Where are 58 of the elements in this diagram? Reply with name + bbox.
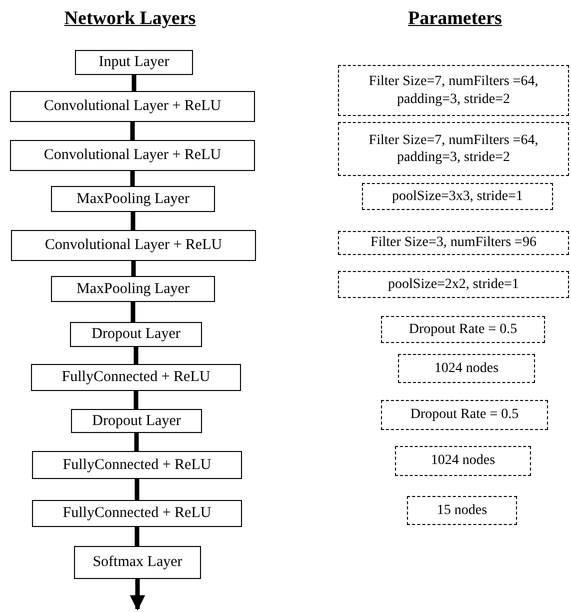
layer-label: MaxPooling Layer [76, 190, 190, 208]
layer-label: FullyConnected + ReLU [62, 369, 210, 386]
connector-line [134, 391, 138, 409]
layer-label: Input Layer [98, 54, 170, 71]
connector-line [134, 433, 139, 451]
connector-line [131, 261, 136, 276]
parameter-text: 15 nodes [436, 502, 488, 520]
parameter-box [338, 231, 569, 255]
parameter-text: poolSize=3x3, stride=1 [392, 188, 523, 206]
layer-box [51, 276, 215, 302]
parameter-text: poolSize=2x2, stride=1 [388, 276, 519, 294]
parameter-text: Filter Size=7, numFilters =64, padding=3, stride=2 [368, 132, 540, 166]
layer-label: Dropout Layer [92, 412, 181, 430]
layer-label: FullyConnected + ReLU [62, 505, 212, 522]
parameter-text: Filter Size=7, numFilters =64, padding=3, stride=2 [368, 73, 540, 108]
connector-line [130, 122, 135, 140]
parameter-box [338, 271, 569, 298]
arrow [130, 579, 146, 611]
connector-line [130, 302, 136, 322]
layer-label: MaxPooling Layer [76, 280, 190, 298]
layer-label: Softmax Layer [92, 554, 182, 571]
parameter-box [395, 446, 531, 476]
layer-box [11, 230, 256, 261]
layer-box [32, 451, 242, 479]
connector-line [134, 527, 140, 546]
layer-label: Convolutional Layer + ReLU [44, 237, 222, 254]
connector-line [132, 75, 136, 91]
connector-line [130, 171, 135, 186]
layer-box [10, 140, 255, 171]
parameter-box [338, 122, 569, 176]
layer-box [10, 91, 255, 122]
parameter-text: Dropout Rate = 0.5 [410, 406, 519, 424]
parameter-box [381, 316, 545, 343]
column-heading: Parameters [408, 8, 502, 30]
parameter-box [398, 354, 535, 383]
layer-label: FullyConnected + ReLU [62, 456, 212, 474]
layer-box [31, 364, 241, 391]
parameter-text: 1024 nodes [430, 452, 496, 470]
layer-box [74, 546, 201, 579]
parameter-box [338, 65, 569, 116]
layer-box [51, 186, 215, 212]
layer-box [71, 409, 202, 433]
layer-label: Dropout Layer [92, 326, 180, 343]
layer-label: Convolutional Layer + ReLU [44, 98, 222, 115]
layer-box [32, 500, 242, 527]
parameter-box [381, 400, 548, 430]
parameter-box [362, 183, 553, 210]
parameter-text: Dropout Rate = 0.5 [408, 320, 518, 338]
connector-line [134, 347, 138, 364]
layer-label: Convolutional Layer + ReLU [44, 147, 222, 164]
parameter-text: 1024 nodes [434, 360, 499, 378]
layer-box [70, 322, 202, 347]
parameter-text: Filter Size=3, numFilters =96 [370, 234, 536, 252]
column-heading: Network Layers [64, 8, 196, 30]
layer-box [75, 50, 193, 75]
connector-line [130, 212, 136, 230]
connector-line [134, 479, 140, 500]
parameter-box [407, 496, 517, 525]
